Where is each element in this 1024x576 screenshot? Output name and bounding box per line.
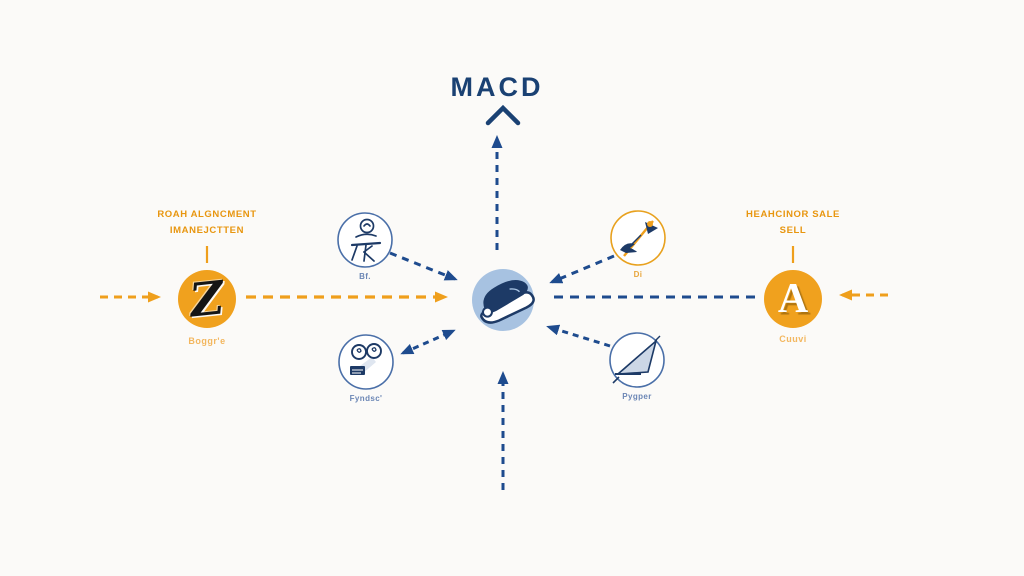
- right-node-heading: HEAHCINOR SALE SELL: [718, 207, 868, 239]
- right-node-circle: A: [764, 270, 822, 328]
- satellite-top-right-caption: Di: [633, 270, 643, 279]
- satellite-bottom-left-caption: Fyndsc': [349, 394, 383, 403]
- left-node-heading: ROAH ALGNCMENT IMANEJCTTEN: [132, 207, 282, 239]
- glasses-sketch-icon: [350, 343, 382, 375]
- satellite-bottom-left: [338, 334, 394, 390]
- center-node: [472, 269, 535, 331]
- top-right-to-center-arrow: [549, 254, 615, 284]
- right-node-glyph: A: [777, 276, 809, 322]
- desk-sketch-icon: [350, 218, 382, 262]
- right-node-caption: Cuuvi: [779, 334, 807, 344]
- satellite-bottom-right: [609, 332, 665, 388]
- chevron-up-icon: [485, 104, 521, 126]
- satellite-top-left: [337, 212, 393, 268]
- right-node-heading-line2: SELL: [779, 225, 807, 236]
- bottom-left-center-double-arrow: [400, 329, 456, 355]
- satellite-bottom-right-caption: Pygper: [622, 392, 652, 401]
- left-node-caption: Boggr'e: [188, 336, 226, 346]
- top-left-to-center-arrow: [389, 251, 458, 281]
- left-node-heading-line2: IMANEJCTTEN: [169, 225, 245, 236]
- satellite-top-left-caption: Bf.: [359, 272, 371, 281]
- diagram-title: MACD: [450, 72, 544, 102]
- right-node-heading-line1: HEAHCINOR SALE: [746, 209, 840, 220]
- bottom-right-to-center-arrow: [546, 324, 611, 348]
- satellite-top-right: [610, 210, 666, 266]
- left-node-circle: Z: [178, 270, 236, 328]
- left-node-heading-line1: ROAH ALGNCMENT: [157, 209, 257, 220]
- left-node-glyph: Z: [187, 270, 227, 328]
- bird-dart-sketch-icon: [620, 220, 658, 257]
- shoe-icon: [480, 280, 535, 324]
- paper-funnel-sketch-icon: [612, 335, 661, 384]
